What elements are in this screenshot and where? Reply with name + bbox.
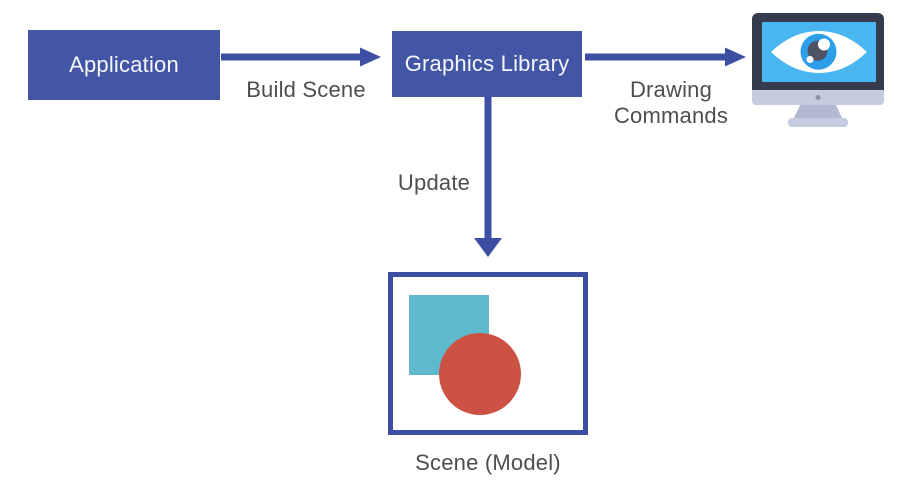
scene-circle-shape [439,333,521,415]
edge-label-update: Update [397,170,471,195]
eye-highlight-small [806,56,814,63]
arrow-update [474,97,502,257]
monitor-with-eye-icon [752,13,884,127]
arrow-build-scene [221,47,381,67]
monitor-base-shape [788,118,848,127]
monitor-neck-shape [793,105,843,120]
scene-model-label: Scene (Model) [415,450,561,475]
node-application: Application [28,30,220,100]
node-graphics-library: Graphics Library [392,31,582,97]
arrow-drawing-commands [585,47,746,67]
eye-highlight-large [818,38,830,51]
scene-model-box [388,272,588,435]
edge-label-drawing-commands: Drawing Commands [613,77,729,128]
edge-label-build-scene: Build Scene [246,77,366,102]
monitor-camera-dot [815,95,821,100]
